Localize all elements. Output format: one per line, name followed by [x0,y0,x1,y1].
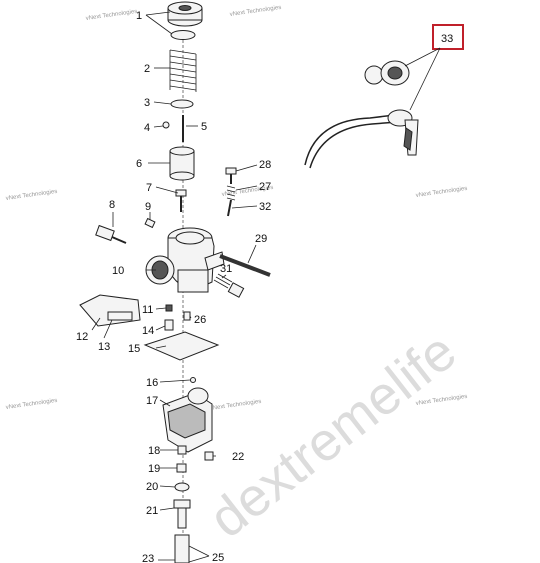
label-16: 16 [146,377,158,389]
part-float-gasket-plate [79,294,141,327]
part-number-labels: 1 2 3 4 5 6 7 8 9 10 11 12 13 14 15 16 1… [76,10,453,563]
part-screw-7 [175,189,187,212]
label-27: 27 [259,181,271,193]
label-8: 8 [109,199,115,211]
part-fitting-28 [225,167,237,184]
leader-lines [91,11,441,563]
label-11: 11 [142,304,153,316]
part-float-bowl [162,387,213,453]
highlight-box-33 [432,24,464,50]
small-watermark-1: vNext Technologies [5,189,57,202]
label-15: 15 [128,343,140,355]
part-throttle-cable [304,60,419,169]
label-7: 7 [146,182,152,194]
label-20: 20 [146,481,158,493]
label-12: 12 [76,331,88,343]
part-cap [167,1,203,27]
part-bowl-gasket [143,331,220,361]
small-watermark-5: vNext Technologies [209,399,261,412]
part-pilot-jet [144,217,156,229]
part-screw-32 [227,199,232,217]
label-29: 29 [255,233,267,245]
part-cap-gasket [170,30,196,40]
small-watermark-3: vNext Technologies [415,186,467,199]
label-5: 5 [201,121,207,133]
label-2: 2 [144,63,150,75]
small-watermark-8: vNext Technologies [229,5,281,18]
label-28: 28 [259,159,271,171]
label-22: 22 [232,451,244,463]
part-throttle-slide [169,146,195,181]
label-10: 10 [112,265,124,277]
label-17: 17 [146,395,158,407]
label-19: 19 [148,463,160,475]
part-clip [162,121,170,129]
part-drain-screw [204,451,214,461]
label-25: 25 [212,552,224,563]
part-18 [177,445,187,455]
label-9: 9 [145,201,151,213]
label-18: 18 [148,445,160,457]
part-washer [174,482,190,492]
label-1: 1 [136,10,142,22]
part-26 [183,311,191,321]
label-14: 14 [142,325,154,337]
part-idle-screw [213,273,245,298]
part-rod [219,254,271,277]
part-16 [190,377,196,383]
label-26: 26 [194,314,206,326]
label-3: 3 [144,97,150,109]
part-jet-holder [173,499,191,529]
label-33: 33 [441,33,453,45]
part-11 [165,304,173,312]
small-watermark-7: vNext Technologies [85,9,137,22]
label-32: 32 [259,201,271,213]
label-23: 23 [142,553,154,563]
label-31: 31 [220,263,232,275]
big-watermark: dextremelife [198,321,467,549]
label-13: 13 [98,341,110,353]
part-tube [174,534,190,563]
part-14 [164,319,174,331]
part-spring-27 [226,185,236,201]
label-21: 21 [146,505,158,517]
label-4: 4 [144,122,150,134]
part-choke-plunger [95,224,127,244]
small-watermark-4: vNext Technologies [5,398,57,411]
label-6: 6 [136,158,142,170]
part-carburetor-body [145,227,225,293]
part-19 [176,463,187,473]
part-plate [170,99,194,109]
part-spring [169,49,197,92]
